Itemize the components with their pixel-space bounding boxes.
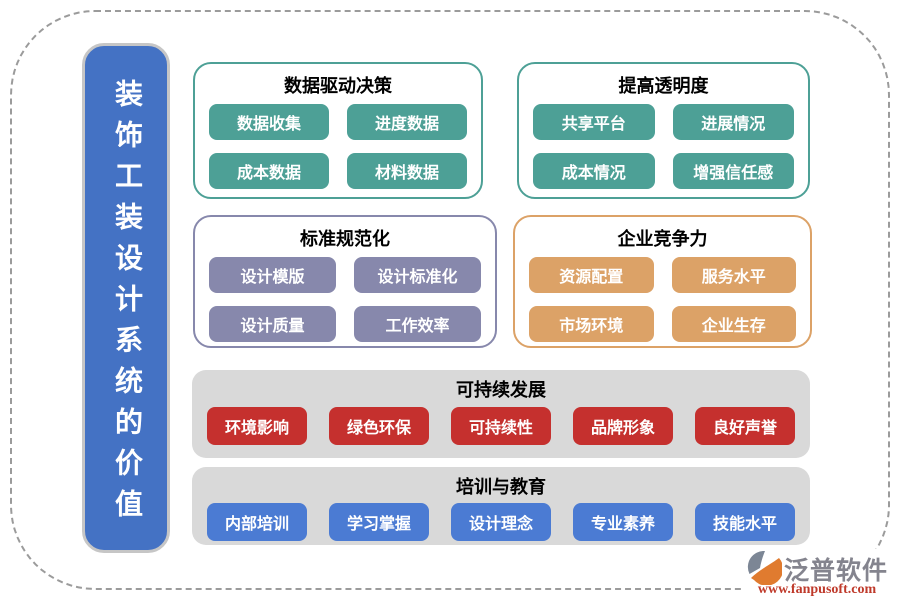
chip: 材料数据 bbox=[347, 153, 467, 189]
page-title: 装饰工装设计系统的价值 bbox=[111, 79, 142, 530]
section-title: 可持续发展 bbox=[456, 380, 546, 400]
section-title: 企业竞争力 bbox=[617, 229, 708, 249]
chip: 设计质量 bbox=[209, 306, 336, 342]
chip: 内部培训 bbox=[207, 503, 307, 541]
brand-url: www.fanpusoft.com bbox=[757, 582, 877, 597]
title-banner: 装饰工装设计系统的价值 bbox=[82, 43, 170, 553]
chip: 设计理念 bbox=[451, 503, 551, 541]
chip: 资源配置 bbox=[529, 257, 654, 293]
band-sustainability: 可持续发展 环境影响 绿色环保 可持续性 品牌形象 良好声誉 bbox=[192, 370, 810, 458]
chip: 市场环境 bbox=[529, 306, 654, 342]
card-standardization: 标准规范化 设计模版 设计标准化 设计质量 工作效率 bbox=[193, 215, 497, 348]
chip: 可持续性 bbox=[451, 407, 551, 445]
card-data-driven-decision: 数据驱动决策 数据收集 进度数据 成本数据 材料数据 bbox=[193, 62, 483, 199]
chip: 进度数据 bbox=[347, 104, 467, 140]
chip: 企业生存 bbox=[671, 306, 796, 342]
chips-grid: 设计模版 设计标准化 设计质量 工作效率 bbox=[195, 255, 495, 356]
chips-row: 环境影响 绿色环保 可持续性 品牌形象 良好声誉 bbox=[192, 402, 810, 458]
chip: 增强信任感 bbox=[672, 153, 794, 189]
section-title: 数据驱动决策 bbox=[284, 76, 392, 96]
chip: 技能水平 bbox=[695, 503, 795, 541]
chip: 专业素养 bbox=[573, 503, 673, 541]
chip: 服务水平 bbox=[671, 257, 796, 293]
section-title: 培训与教育 bbox=[456, 477, 546, 497]
card-competitiveness: 企业竞争力 资源配置 服务水平 市场环境 企业生存 bbox=[513, 215, 812, 348]
chip: 进展情况 bbox=[672, 104, 794, 140]
brand-name: 泛普软件 bbox=[783, 557, 888, 585]
chip: 品牌形象 bbox=[573, 407, 673, 445]
chip: 环境影响 bbox=[207, 407, 307, 445]
chip: 共享平台 bbox=[533, 104, 655, 140]
chip: 成本数据 bbox=[209, 153, 329, 189]
chips-row: 内部培训 学习掌握 设计理念 专业素养 技能水平 bbox=[192, 499, 810, 553]
chips-grid: 资源配置 服务水平 市场环境 企业生存 bbox=[515, 255, 810, 356]
chip: 设计模版 bbox=[209, 257, 336, 293]
chip: 学习掌握 bbox=[329, 503, 429, 541]
card-transparency: 提高透明度 共享平台 进展情况 成本情况 增强信任感 bbox=[517, 62, 810, 199]
chips-grid: 共享平台 进展情况 成本情况 增强信任感 bbox=[519, 102, 808, 203]
chip: 成本情况 bbox=[533, 153, 655, 189]
chip: 数据收集 bbox=[209, 104, 329, 140]
section-title: 标准规范化 bbox=[300, 229, 390, 249]
chip: 工作效率 bbox=[354, 306, 481, 342]
section-title: 提高透明度 bbox=[618, 76, 709, 96]
brand-row: 泛普软件 bbox=[746, 549, 888, 585]
band-training: 培训与教育 内部培训 学习掌握 设计理念 专业素养 技能水平 bbox=[192, 467, 810, 545]
brand-logo: 泛普软件 www.fanpusoft.com bbox=[741, 549, 892, 598]
fanpu-logo-icon bbox=[746, 549, 782, 585]
chip: 设计标准化 bbox=[354, 257, 481, 293]
chips-grid: 数据收集 进度数据 成本数据 材料数据 bbox=[195, 102, 481, 203]
chip: 良好声誉 bbox=[695, 407, 795, 445]
dashed-border bbox=[10, 10, 890, 590]
chip: 绿色环保 bbox=[329, 407, 429, 445]
